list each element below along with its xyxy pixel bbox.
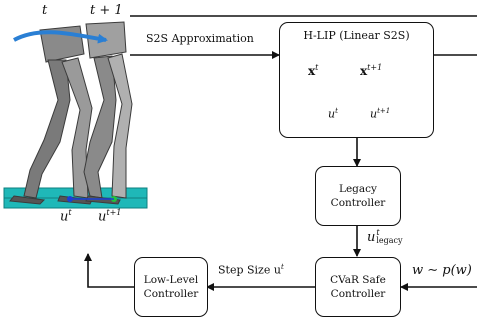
- legacy-line2: Controller: [330, 197, 386, 209]
- lowlevel-controller-box: Low-Level Controller: [134, 257, 208, 317]
- hlip-x-label: xt: [308, 63, 319, 78]
- hlip-box: H-LIP (Linear S2S): [279, 22, 434, 138]
- cvar-controller-box: CVaR Safe Controller: [315, 257, 401, 317]
- lowlevel-line1: Low-Level: [143, 273, 199, 286]
- disturbance-label: w ∼ p(w): [412, 263, 472, 278]
- hlip-x1-label: xt+1: [360, 63, 383, 78]
- lowlevel-line2: Controller: [143, 288, 199, 300]
- hlip-u1-label: ut+1: [370, 107, 391, 121]
- step-size-label: Step Size ut: [218, 263, 284, 277]
- hlip-u-label: ut: [328, 107, 338, 121]
- legacy-line1: Legacy: [339, 182, 377, 195]
- robot-pose-t: [9, 25, 93, 205]
- robot-label-u: ut: [60, 208, 72, 225]
- robot-label-t: t: [42, 3, 48, 18]
- cvar-line2: Controller: [330, 288, 386, 300]
- robot-illustration: [3, 21, 148, 209]
- s2s-approximation-label: S2S Approximation: [146, 32, 254, 45]
- robot-label-t1: t + 1: [90, 3, 123, 18]
- robot-pose-t1: [83, 21, 133, 205]
- legacy-controller-box: Legacy Controller: [315, 166, 401, 226]
- robot-label-u1: ut+1: [98, 208, 122, 225]
- arrow-lowlevel-robot: [84, 253, 134, 288]
- cvar-line1: CVaR Safe: [330, 273, 386, 286]
- hlip-title: H-LIP (Linear S2S): [303, 29, 410, 42]
- motion-arrow: [13, 30, 108, 44]
